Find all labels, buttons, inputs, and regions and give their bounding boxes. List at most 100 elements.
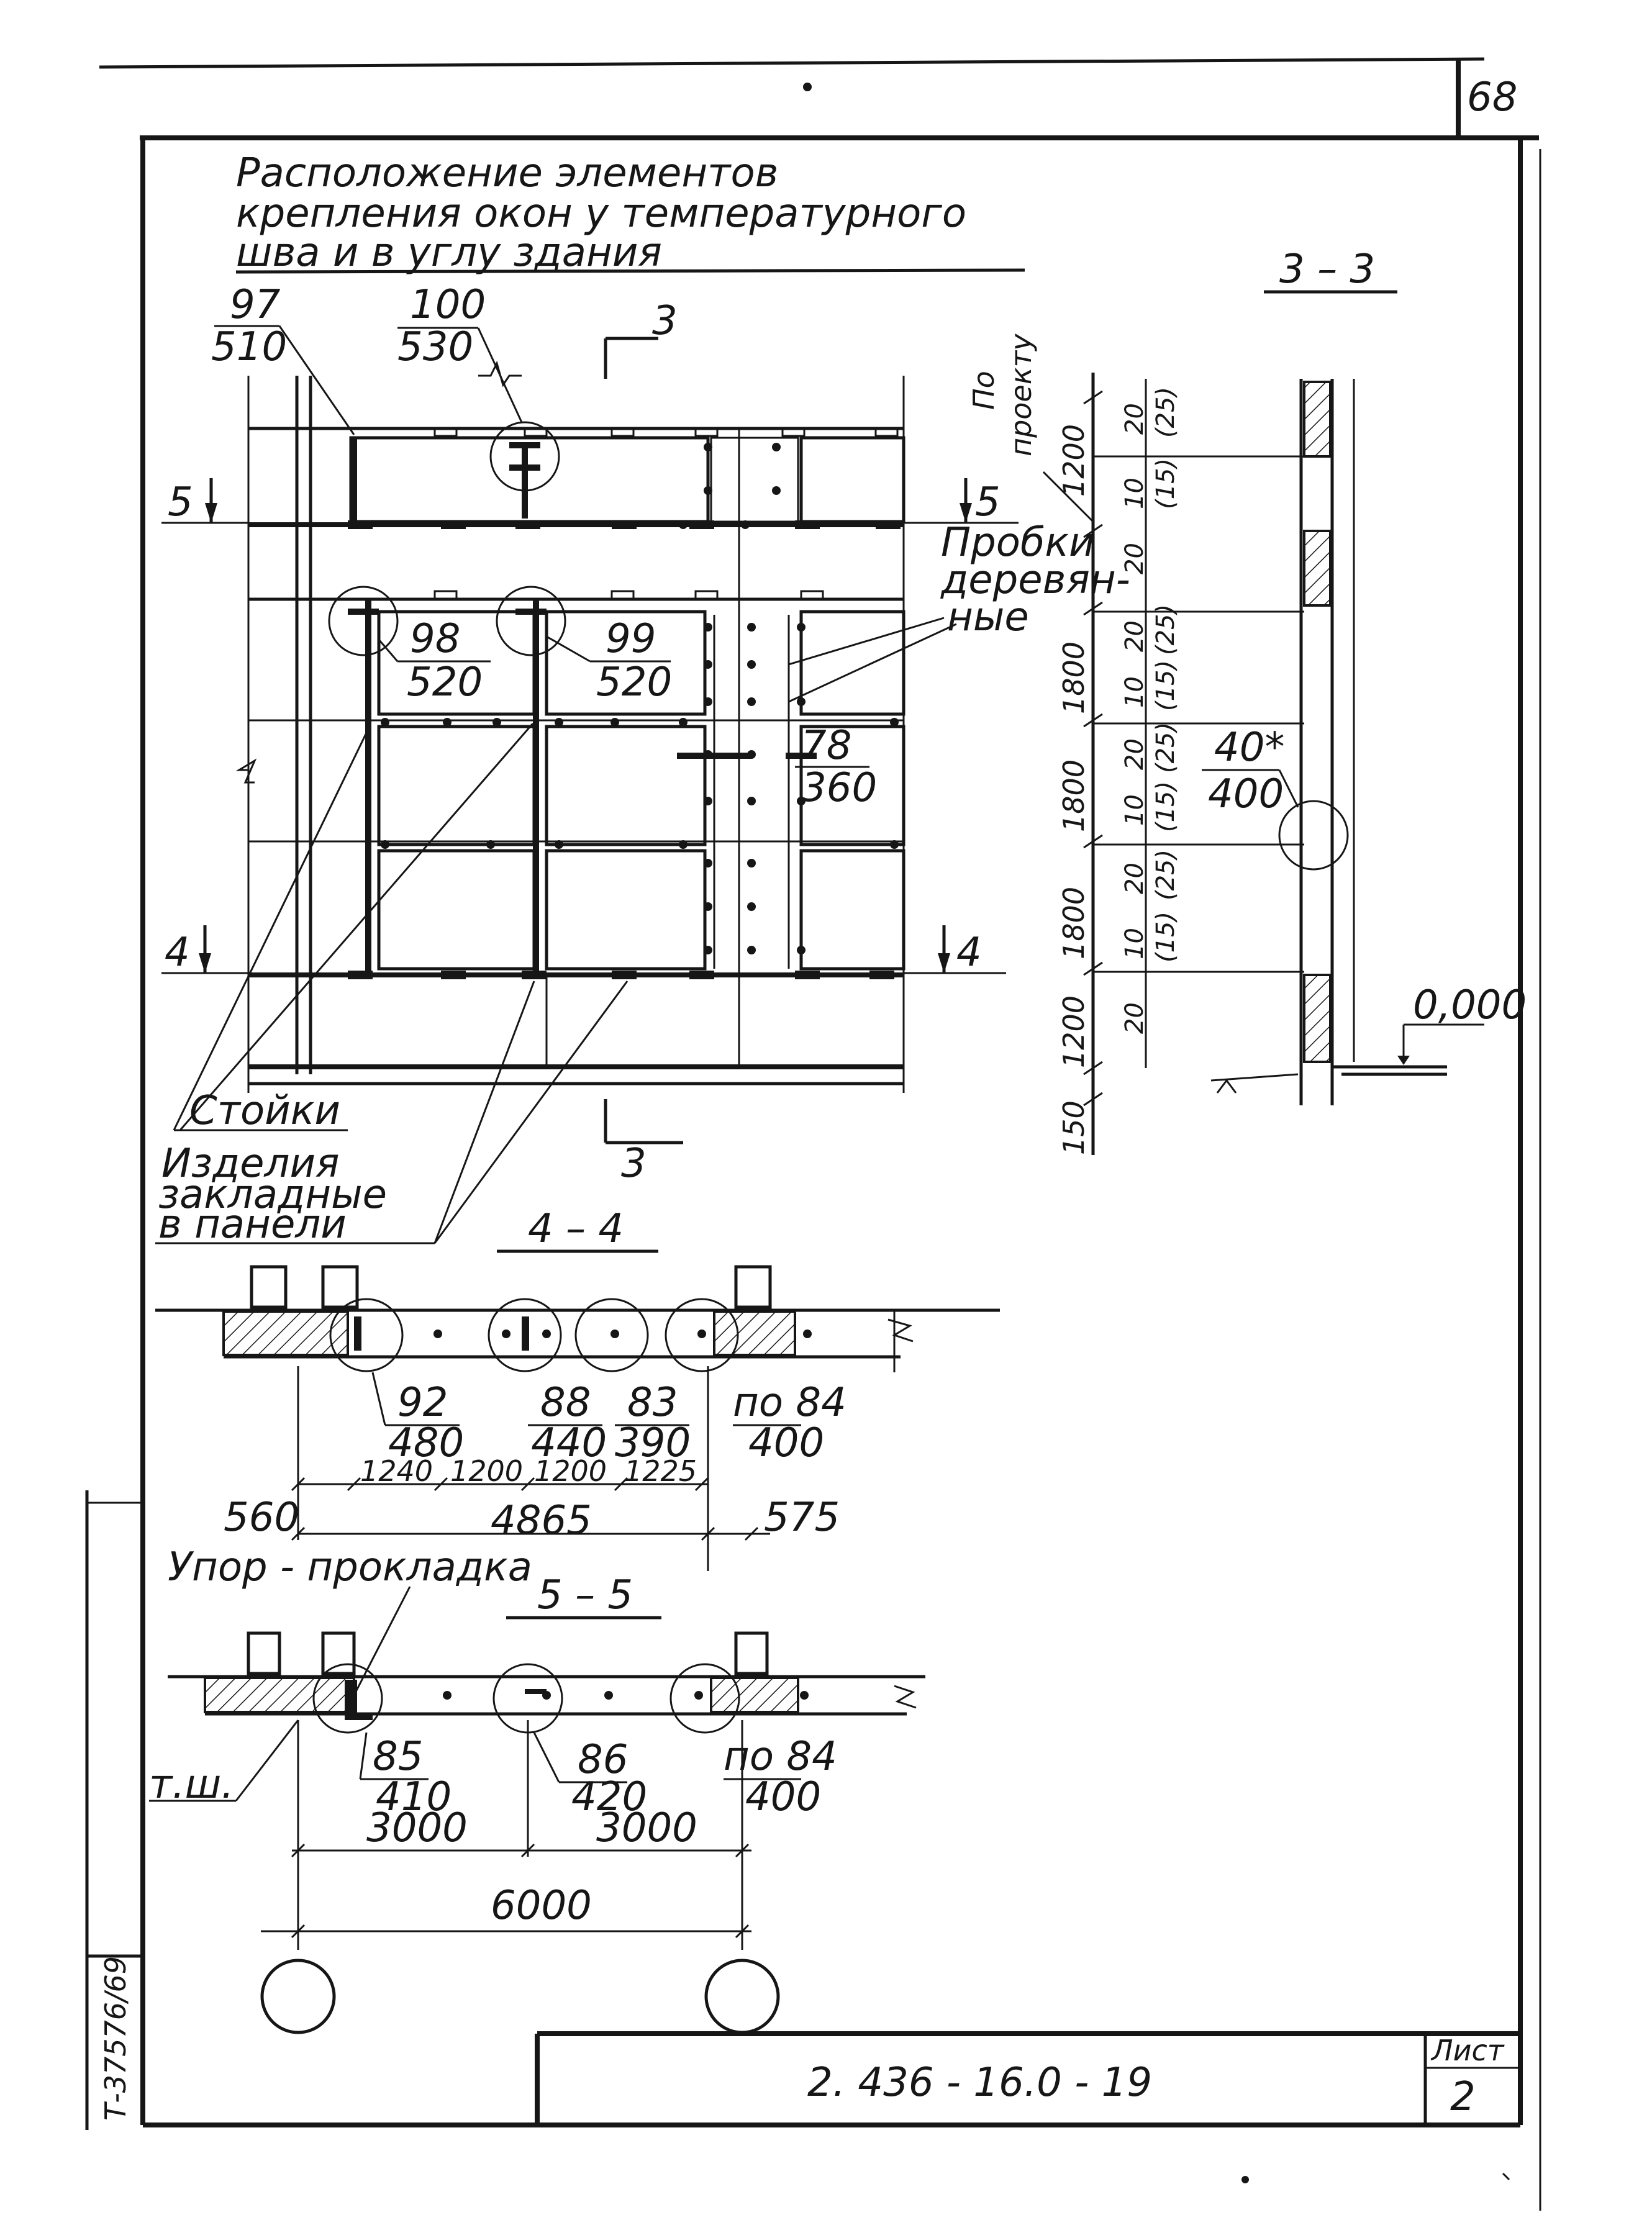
- axis-marker-left: [260, 1959, 336, 2034]
- stamp-list-number: 2: [1450, 2074, 1476, 2120]
- cut-5-label-left: 5: [168, 479, 193, 525]
- plates-outline: [433, 427, 899, 600]
- callout-100-num: 100: [410, 282, 486, 328]
- cut-3-label-top: 3: [652, 298, 678, 344]
- section-4-4-title: 4 – 4: [528, 1206, 624, 1252]
- s33-h4: 1800: [1057, 887, 1091, 959]
- s33-g10: 20: [1120, 738, 1149, 770]
- s33-h6: 150: [1057, 1100, 1091, 1155]
- cut-3-bottom: 3: [604, 1099, 683, 1187]
- note-plugs-line-2: деревян-: [940, 557, 1130, 603]
- s44-c1-size: 480: [388, 1420, 464, 1466]
- s55-c3-num: по 84: [724, 1734, 837, 1780]
- note-posts-label: Стойки: [189, 1088, 340, 1134]
- stamp-list-label: Лист: [1430, 2034, 1505, 2067]
- s44-c3-size: 390: [615, 1420, 691, 1466]
- s55-c1-num: 85: [373, 1734, 423, 1780]
- callout-100: 100 530: [397, 282, 523, 423]
- callout-100-size: 530: [397, 324, 473, 370]
- section-5-5-title: 5 – 5: [537, 1572, 633, 1618]
- s33-g7: (25): [1151, 604, 1180, 655]
- title-line-2: крепления окон у температурного: [236, 191, 966, 237]
- callout-78-size: 360: [801, 765, 877, 811]
- plates-top: [348, 520, 901, 979]
- s44-c2-num: 88: [540, 1380, 591, 1426]
- s33-g15: (25): [1151, 849, 1180, 900]
- cut-4-label-right: 4: [956, 930, 982, 976]
- cut-5-left: 5: [161, 478, 248, 525]
- fixing-dots: [381, 443, 899, 954]
- s55-c2-num: 86: [578, 1737, 628, 1783]
- elevation-view: [235, 360, 905, 1093]
- s44-right: 575: [764, 1495, 840, 1541]
- section-3-3-title: 3 – 3: [1279, 247, 1375, 292]
- cut-4-left: 4: [161, 925, 248, 976]
- s33-g8: 10: [1120, 676, 1149, 708]
- s44-c3-num: 83: [627, 1380, 678, 1426]
- section-4-4: 4 – 4 92 480 88 440 83 390 по 84 400: [155, 1206, 1000, 1571]
- callout-78: 78 360: [795, 723, 877, 811]
- section-3-3: 3 – 3 По проекту 1200 1800 18: [967, 247, 1527, 1155]
- axis-marker-right: [704, 1959, 780, 2034]
- title-line-3: шва и в углу здания: [236, 230, 662, 276]
- s33-callout-num: 40*: [1214, 725, 1284, 771]
- s55-c1-size: 410: [376, 1774, 452, 1820]
- callout-97-size: 510: [211, 324, 287, 370]
- s33-proektu: проекту: [1004, 333, 1038, 456]
- callout-98: 98 520: [378, 616, 491, 705]
- callout-78-num: 78: [801, 723, 851, 769]
- note-embedded-line-1: Изделия: [161, 1141, 340, 1187]
- note-embedded-line-2: закладные: [158, 1172, 387, 1218]
- s33-g6: 20: [1120, 620, 1149, 652]
- note-embedded: Изделия закладные в панели: [155, 981, 629, 1248]
- s44-d1: 1240: [360, 1454, 433, 1488]
- s55-d1: 3000: [366, 1805, 468, 1851]
- s55-c2-size: 420: [571, 1774, 647, 1820]
- s33-g12: 10: [1120, 794, 1149, 826]
- note-plugs: Пробки деревян- ные: [788, 520, 1130, 703]
- s33-g5: 20: [1120, 543, 1149, 574]
- stamp-side-code: Т-37576/69: [99, 1956, 132, 2121]
- callout-97: 97 510: [211, 282, 355, 435]
- note-posts: Стойки: [173, 723, 534, 1134]
- callout-99-size: 520: [596, 659, 672, 705]
- s33-callout-size: 400: [1208, 771, 1284, 817]
- s44-d2: 1200: [450, 1454, 523, 1488]
- note-plugs-line-1: Пробки: [941, 520, 1095, 566]
- drawing-title: Расположение элементов крепления окон у …: [235, 150, 1025, 276]
- s33-g14: 20: [1120, 863, 1149, 894]
- s33-g1: 20: [1120, 403, 1149, 435]
- cut-4-label-left: 4: [165, 930, 190, 976]
- title-block: 2. 436 - 16.0 - 19 Лист 2 Т-37576/69: [99, 1956, 1520, 2125]
- cut-4-right: 4: [904, 925, 1006, 976]
- cut-5-label-right: 5: [975, 479, 1001, 525]
- s55-upor: Упор - прокладка: [168, 1544, 532, 1590]
- sheet-frame: [85, 57, 1541, 2211]
- s33-po: По: [967, 371, 1001, 410]
- s33-g18: 20: [1120, 1002, 1149, 1034]
- s33-h2: 1800: [1057, 641, 1091, 714]
- callout-99: 99 520: [546, 616, 672, 705]
- s33-g9: (15): [1151, 660, 1180, 711]
- s44-c4-num: по 84: [733, 1380, 846, 1426]
- cut-5-right: 5: [904, 478, 1019, 525]
- s33-h5: 1200: [1057, 995, 1091, 1068]
- s33-g11: (25): [1151, 722, 1180, 773]
- cut-3-top: 3: [604, 298, 678, 379]
- sheet-number: 68: [1467, 75, 1517, 120]
- s33-h1: 1200: [1057, 424, 1091, 497]
- callout-98-size: 520: [407, 659, 483, 705]
- callout-97-num: 97: [230, 282, 281, 328]
- s55-d2: 3000: [596, 1805, 697, 1851]
- title-line-1: Расположение элементов: [236, 150, 778, 196]
- s33-g2: (25): [1151, 387, 1180, 438]
- s33-h3: 1800: [1057, 759, 1091, 832]
- s33-g16: 10: [1120, 928, 1149, 959]
- s44-d3: 1200: [534, 1454, 607, 1488]
- s44-total: 4865: [491, 1498, 592, 1544]
- s44-c2-size: 440: [531, 1420, 607, 1466]
- stamp-code: 2. 436 - 16.0 - 19: [807, 2060, 1152, 2106]
- section-5-5: Упор - прокладка 5 – 5 85 410 86 420 по …: [149, 1544, 925, 2034]
- s44-c1-num: 92: [397, 1380, 448, 1426]
